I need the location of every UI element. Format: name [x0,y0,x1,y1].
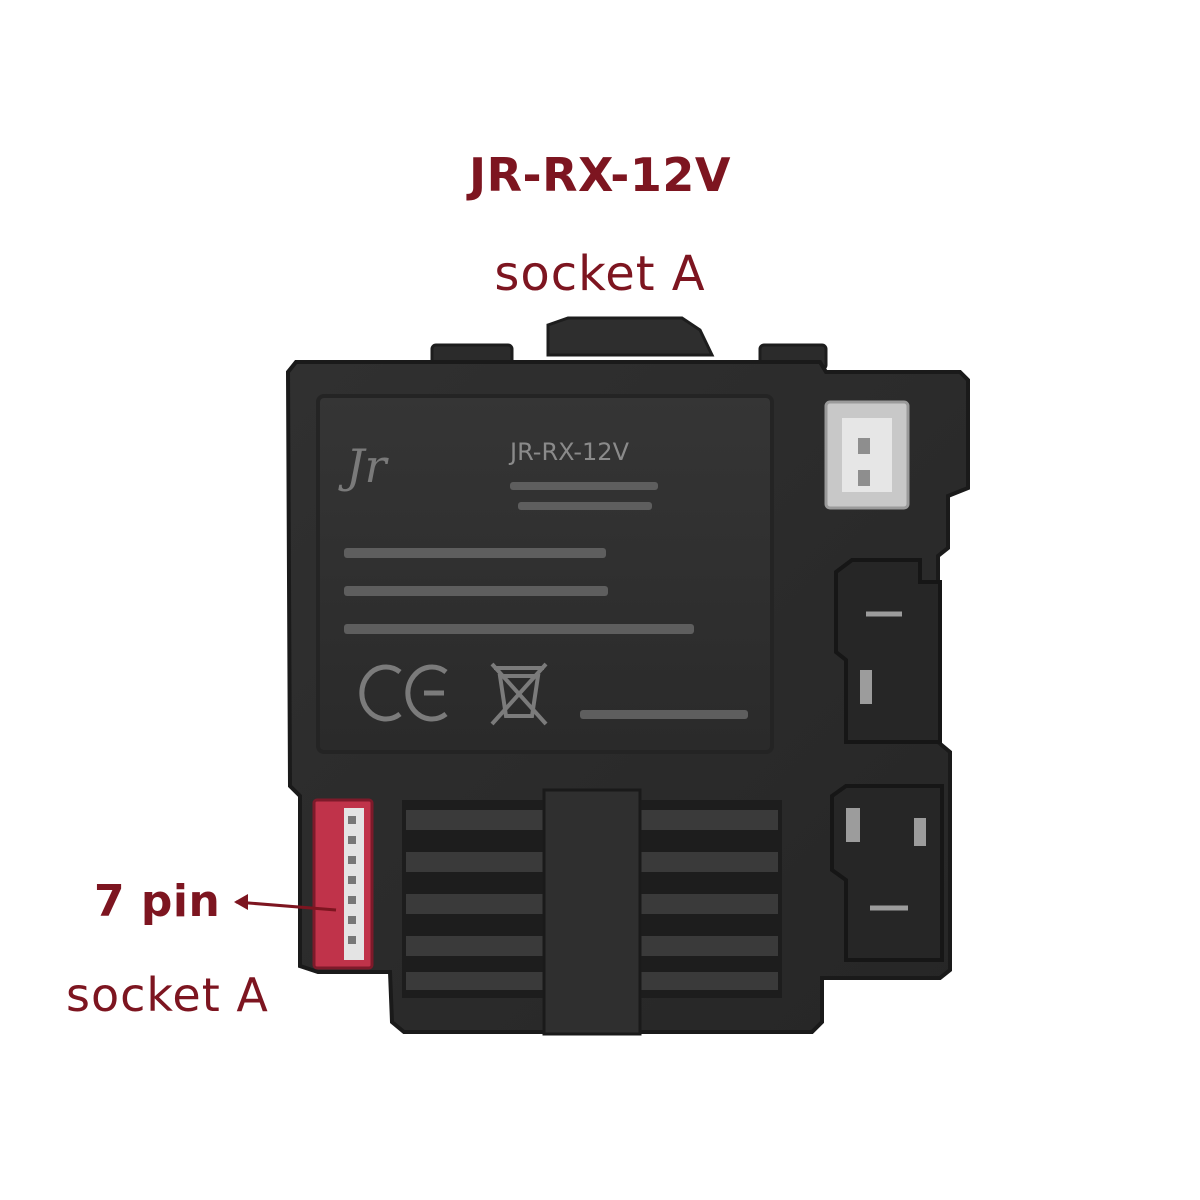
seven-pin-connector [312,798,374,970]
model-title: JR-RX-12V [469,148,731,202]
pin-callout-label: 7 pin [94,876,221,927]
arrow-left-icon [234,894,337,912]
motor-connector [834,558,942,744]
power-connector-white [824,400,910,510]
ce-mark-icon [359,664,448,722]
socket-subtitle: socket A [494,246,706,302]
plate-model-text: JR-RX-12V [508,438,630,466]
weee-bin-icon [490,662,548,726]
battery-connector [830,784,944,962]
vent-grille [402,788,782,1036]
pin-callout-socket: socket A [66,968,269,1022]
plate-small-print [344,482,748,719]
brand-logo: Jr [338,439,389,493]
label-plate: Jr JR-RX-12V [316,394,774,754]
